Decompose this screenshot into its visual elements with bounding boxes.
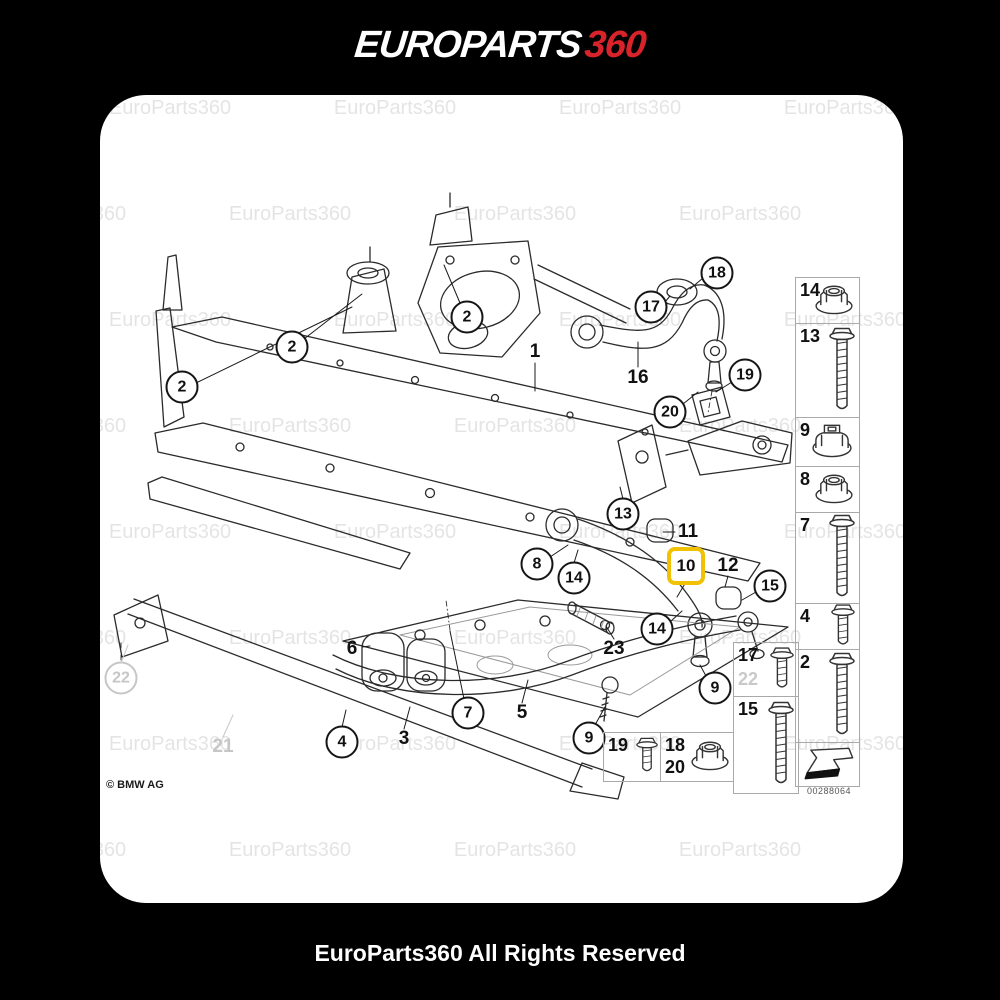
bolt-short-icon (831, 600, 855, 653)
hardware-cell-14: 14 (796, 278, 859, 324)
part-number-label: 13 (800, 326, 821, 346)
part-number-label: 20 (665, 757, 686, 777)
callout-13: 13 (606, 497, 640, 531)
callout-18: 18 (700, 256, 734, 290)
callout-6: 6 (346, 638, 358, 659)
callout-2: 2 (165, 370, 199, 404)
logo-text-360: 360 (582, 24, 648, 66)
callout-22: 22 (104, 661, 138, 695)
callout-4: 4 (325, 725, 359, 759)
bolt-long-icon (829, 513, 855, 604)
part-number-label: 19 (608, 735, 629, 755)
hardware-column: 14 13 9 8 7 4 2 (795, 277, 860, 787)
bolt-icon (636, 733, 658, 782)
part-number-label: 7 (800, 515, 811, 535)
part-number-label: 14 (800, 280, 821, 300)
hardware-cell-7: 7 (796, 513, 859, 604)
callout-10-highlighted[interactable]: 10 (667, 547, 705, 585)
callout-5: 5 (516, 702, 528, 723)
hardware-cell-13: 13 (796, 324, 859, 418)
bolt-long-icon (829, 651, 855, 742)
inset-cell-18-20: 18 20 (661, 733, 733, 781)
part-number-label: 2 (800, 652, 811, 672)
part-number-label: 4 (800, 606, 811, 626)
callout-19: 19 (728, 358, 762, 392)
callout-15: 15 (753, 569, 787, 603)
hardware-cell-2: 2 (796, 650, 859, 743)
callout-12: 12 (717, 555, 739, 576)
inset-cell-19: 19 (604, 733, 661, 781)
footer-copyright: EuroParts360 All Rights Reserved (314, 940, 686, 966)
hardware-cell-arrow (796, 743, 859, 786)
hardware-cell-9: 9 (796, 418, 859, 467)
part-number-label: 8 (800, 469, 811, 489)
europarts360-logo: EUROPARTS360 (0, 24, 1000, 67)
inner-hardware-box: 17 22 15 (733, 642, 799, 794)
flange-nut-icon (813, 282, 855, 319)
diagram-number: 00288064 (806, 786, 852, 796)
callout-11: 11 (677, 521, 699, 542)
lock-nut-icon (809, 422, 855, 463)
callout-14: 14 (640, 612, 674, 646)
part-number-label: 17 (738, 645, 759, 665)
callout-23: 23 (603, 638, 625, 659)
diagram-line-art (113, 192, 793, 800)
callout-1: 1 (529, 341, 541, 362)
callout-14: 14 (557, 561, 591, 595)
callout-7: 7 (451, 696, 485, 730)
callout-2: 2 (275, 330, 309, 364)
bolt-long-icon (829, 325, 855, 416)
inner-cell-15: 15 (734, 697, 798, 793)
part-number-label: 9 (800, 420, 811, 440)
callout-2: 2 (450, 300, 484, 334)
part-number-label: 15 (738, 699, 759, 719)
part-number-label-ghost: 22 (738, 669, 759, 689)
bolt-icon (768, 700, 794, 791)
callout-9: 9 (572, 721, 606, 755)
nut-icon (689, 739, 731, 776)
callout-21: 21 (212, 736, 234, 757)
bmw-copyright: © BMW AG (106, 779, 164, 791)
callout-20: 20 (653, 395, 687, 429)
bolt-icon (770, 643, 794, 696)
logo-text-main: EUROPARTS (352, 24, 584, 66)
callout-17: 17 (634, 290, 668, 324)
flange-nut-icon (813, 471, 855, 508)
callout-3: 3 (398, 728, 410, 749)
callout-8: 8 (520, 547, 554, 581)
hardware-cell-4: 4 (796, 603, 859, 650)
part-number-label: 18 (665, 735, 686, 755)
inset-hardware-box: 19 18 20 (603, 732, 734, 782)
direction-arrow-icon (801, 744, 855, 785)
callout-16: 16 (627, 367, 649, 388)
inner-cell-17: 17 22 (734, 643, 798, 697)
hardware-cell-8: 8 (796, 467, 859, 513)
callout-9: 9 (698, 671, 732, 705)
